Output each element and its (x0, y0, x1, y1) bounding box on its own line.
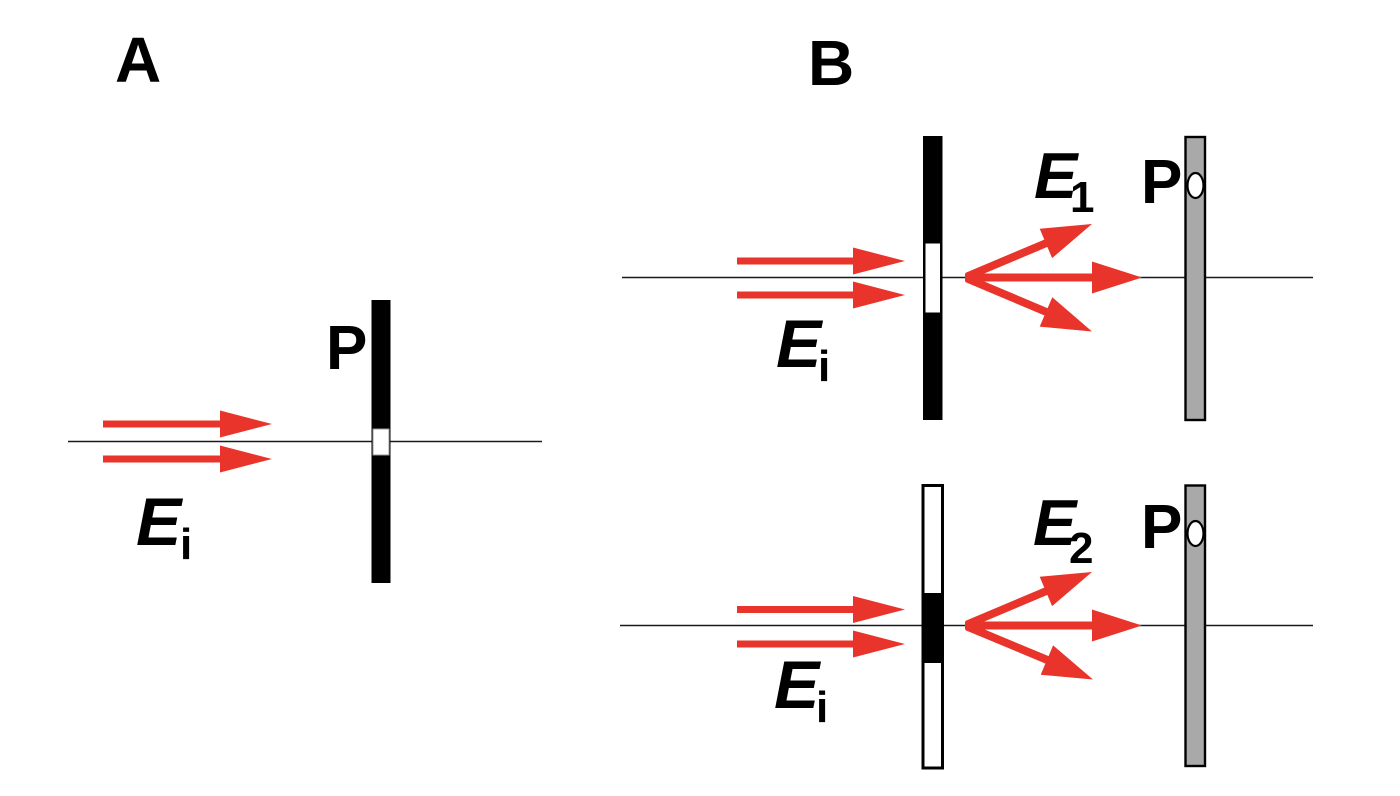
incident-field-symbol: E (774, 647, 822, 723)
arrow-head-icon (1040, 645, 1093, 680)
detector-screen-label: P (1141, 493, 1182, 562)
incident-field-subscript: i (816, 683, 828, 732)
incident-arrow-top (103, 410, 272, 438)
diffracted-arrow-straight (965, 609, 1142, 642)
arrow-shaft (965, 237, 1052, 281)
transmitted-field-subscript: 1 (1070, 173, 1094, 222)
pinhole (1186, 519, 1205, 548)
aperture-screen-label: P (326, 314, 367, 383)
incident-arrow-top (737, 247, 905, 275)
arrow-head-icon (1039, 297, 1092, 332)
transmitted-field-symbol: E (1034, 139, 1079, 212)
arrow-shaft (965, 622, 1053, 666)
panel-b-label: B (808, 27, 854, 99)
diffracted-arrow-straight (965, 261, 1142, 294)
detector-screen (1184, 484, 1207, 768)
incident-field-symbol: E (136, 484, 184, 560)
transmitted-field-symbol: E (1033, 486, 1078, 559)
arrow-head-icon (1092, 261, 1142, 294)
diffracted-arrow-down (965, 274, 1092, 332)
incident-arrow-bottom (737, 630, 905, 658)
slit-opening (925, 243, 940, 313)
arrow-head-icon (853, 281, 905, 309)
incident-field-subscript: i (818, 342, 830, 391)
panel-b-top-row: E i E 1 P (622, 135, 1313, 422)
aperture (372, 428, 390, 456)
diffracted-arrow-up (965, 572, 1092, 629)
arrow-head-icon (1039, 572, 1092, 607)
arrow-head-icon (1039, 224, 1092, 259)
panel-b-bottom-row: E i E 2 P (620, 484, 1313, 770)
arrow-shaft (965, 585, 1052, 629)
panel-a: A P E i (68, 24, 542, 583)
diffracted-arrow-down (965, 622, 1093, 680)
arrow-head-icon (853, 630, 905, 658)
panel-b: B (620, 27, 1313, 770)
incident-arrow-bottom (103, 445, 272, 473)
incident-field-subscript: i (180, 520, 192, 569)
arrow-head-icon (853, 247, 905, 275)
incident-arrow-top (737, 596, 905, 623)
panel-a-label: A (115, 24, 161, 96)
incident-arrow-bottom (737, 281, 905, 309)
detector-screen-label: P (1141, 148, 1182, 217)
arrow-head-icon (220, 410, 272, 438)
diffracted-arrow-up (965, 224, 1092, 281)
pinhole (1186, 171, 1205, 200)
incident-field-symbol: E (776, 306, 824, 382)
opaque-strip (923, 593, 943, 663)
arrow-head-icon (853, 596, 905, 623)
arrow-head-icon (1092, 609, 1142, 642)
arrow-shaft (965, 274, 1052, 318)
detector-screen (1184, 135, 1207, 422)
transmitted-field-subscript: 2 (1069, 524, 1093, 573)
arrow-head-icon (220, 445, 272, 473)
